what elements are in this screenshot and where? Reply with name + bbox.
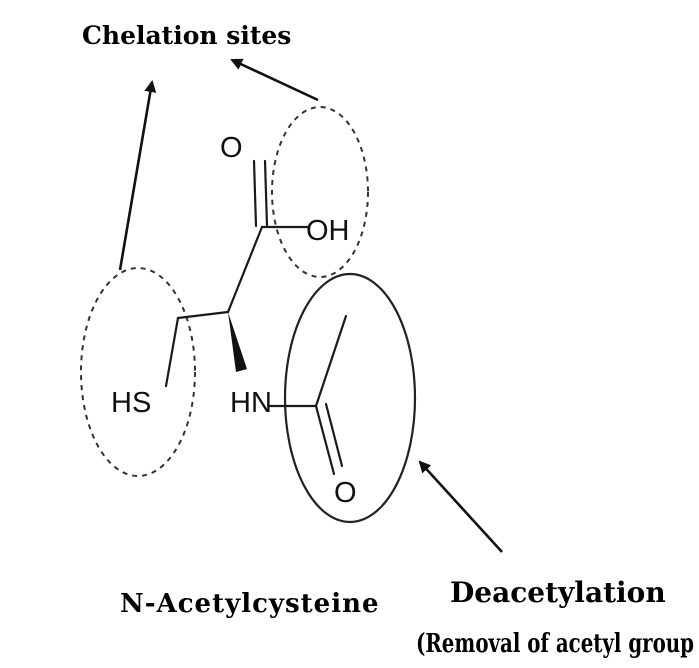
bond-carbonyl-methyl	[314, 314, 348, 408]
thiol-chelation-circle	[80, 267, 196, 477]
atom-amine: HN	[230, 387, 272, 419]
arrow-to-chelation-right	[230, 58, 319, 102]
bond-co-double-2	[263, 159, 269, 228]
compound-name: N-Acetylcysteine	[120, 589, 380, 619]
chelation-sites-label: Chelation sites	[82, 21, 291, 50]
deacetylation-subtitle: (Removal of acetyl group	[416, 629, 694, 659]
bond-alpha-beta	[176, 310, 230, 320]
acetyl-group-circle	[283, 272, 417, 524]
bond-carboxyl-alpha	[226, 225, 264, 314]
bond-carbonyl-o-2	[324, 402, 344, 468]
wedge-bond-alpha-n	[228, 312, 247, 372]
bond-carbonyl-o-1	[314, 404, 336, 476]
bond-beta-s	[164, 316, 180, 388]
atom-hydroxyl: OH	[306, 215, 350, 247]
hydroxyl-chelation-circle	[271, 106, 369, 278]
atom-o-acetyl: O	[334, 477, 357, 509]
arrow-to-acetyl	[418, 460, 503, 553]
atom-thiol: HS	[111, 387, 151, 419]
bond-co-double-1	[252, 159, 258, 228]
arrow-to-chelation-left	[118, 80, 157, 271]
deacetylation-title: Deacetylation	[450, 576, 666, 609]
atom-o-carboxyl: O	[220, 132, 243, 164]
